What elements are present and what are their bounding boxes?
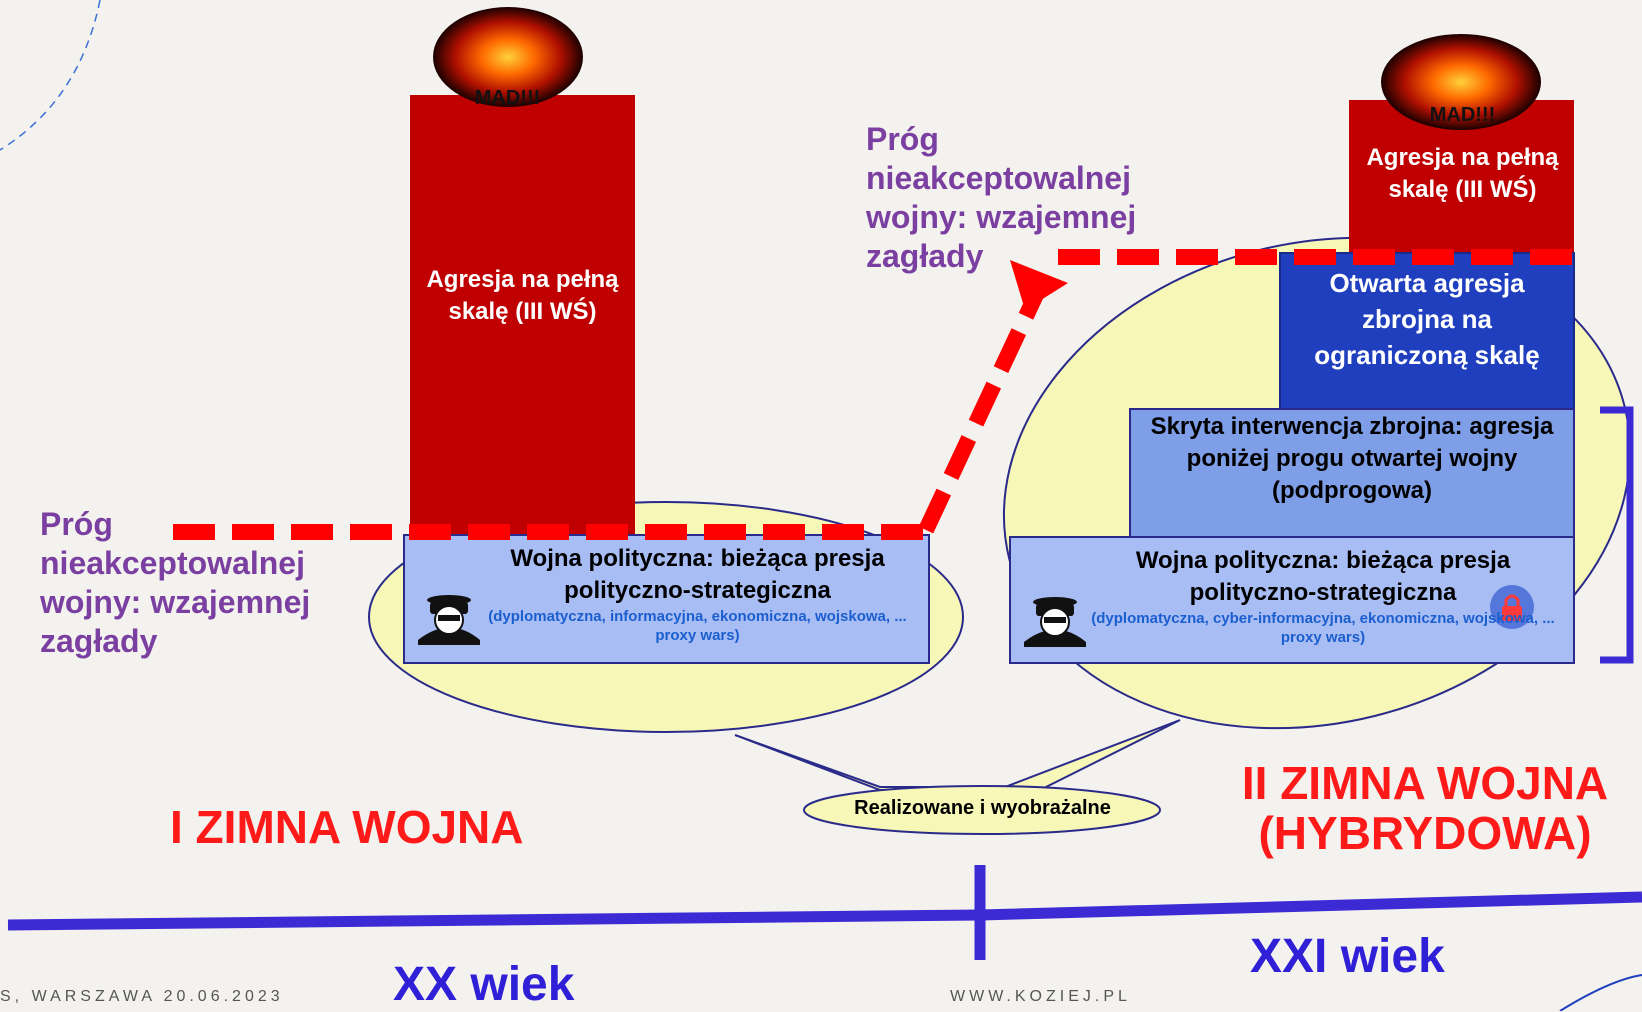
callout-bubble xyxy=(803,785,1161,835)
right-bar-label: Agresja na pełną skalę (III WŚ) xyxy=(1366,144,1559,203)
footer-right-link[interactable]: WWW.KOZIEJ.PL xyxy=(950,988,1131,1005)
left-spy-icon xyxy=(418,595,480,645)
right-war-title: Wojna polityczna: bieżąca presja polityc… xyxy=(1135,547,1511,606)
covert-intervention-box: Skryta interwencja zbrojna: agresja poni… xyxy=(1150,413,1554,504)
open-war-box: Otwarta agresja zbrojna na ograniczoną s… xyxy=(1314,268,1540,370)
covert-box-bg xyxy=(1129,408,1575,538)
callout-pointer xyxy=(734,719,1181,791)
left-explosion-icon xyxy=(433,7,583,107)
left-mad-label: MAD!!! xyxy=(474,87,541,109)
left-war-box-bg xyxy=(403,534,930,664)
callout-label: Realizowane i wyobrażalne xyxy=(854,797,1111,819)
right-era-title: II ZIMNA WOJNA (HYBRYDOWA) xyxy=(1241,757,1609,859)
right-political-war-box: Wojna polityczna: bieżąca presja polityc… xyxy=(1010,537,1574,663)
left-threshold-label: Próg nieakceptowalnej wojny: wzajemnej z… xyxy=(40,506,311,659)
footer-left-text: S, WARSZAWA 20.06.2023 xyxy=(0,988,284,1005)
left-bar-label: Agresja na pełną skalę (III WŚ) xyxy=(426,266,619,325)
upper-threshold-label: Próg nieakceptowalnej wojny: wzajemnej z… xyxy=(866,121,1137,274)
right-century-label: XXI wiek xyxy=(1250,930,1445,983)
left-war-subtitle: (dyplomatyczna, informacyjna, ekonomiczn… xyxy=(488,608,907,644)
left-political-war-box: Wojna polityczna: bieżąca presja polityc… xyxy=(404,535,929,663)
right-war-subtitle: (dyplomatyczna, cyber-informacyjna, ekon… xyxy=(1091,610,1555,646)
right-war-box-bg xyxy=(1009,536,1575,664)
corner-decor-curve-right xyxy=(1559,974,1642,1011)
right-bracket xyxy=(1600,406,1634,664)
corner-decor-curve xyxy=(0,0,101,151)
right-explosion-icon xyxy=(1381,34,1541,130)
right-spy-icon xyxy=(1024,597,1086,647)
left-era-title: I ZIMNA WOJNA xyxy=(170,801,524,853)
cyber-lock-icon xyxy=(1490,585,1534,629)
left-century-label: XX wiek xyxy=(393,958,575,1011)
left-fullscale-bar xyxy=(410,95,635,535)
timeline-axis xyxy=(7,891,1642,931)
right-mad-label: MAD!!! xyxy=(1429,104,1496,126)
left-war-title: Wojna polityczna: bieżąca presja polityc… xyxy=(510,545,885,604)
threshold-arrowhead xyxy=(1010,260,1068,310)
threshold-rise-line xyxy=(918,278,1050,534)
